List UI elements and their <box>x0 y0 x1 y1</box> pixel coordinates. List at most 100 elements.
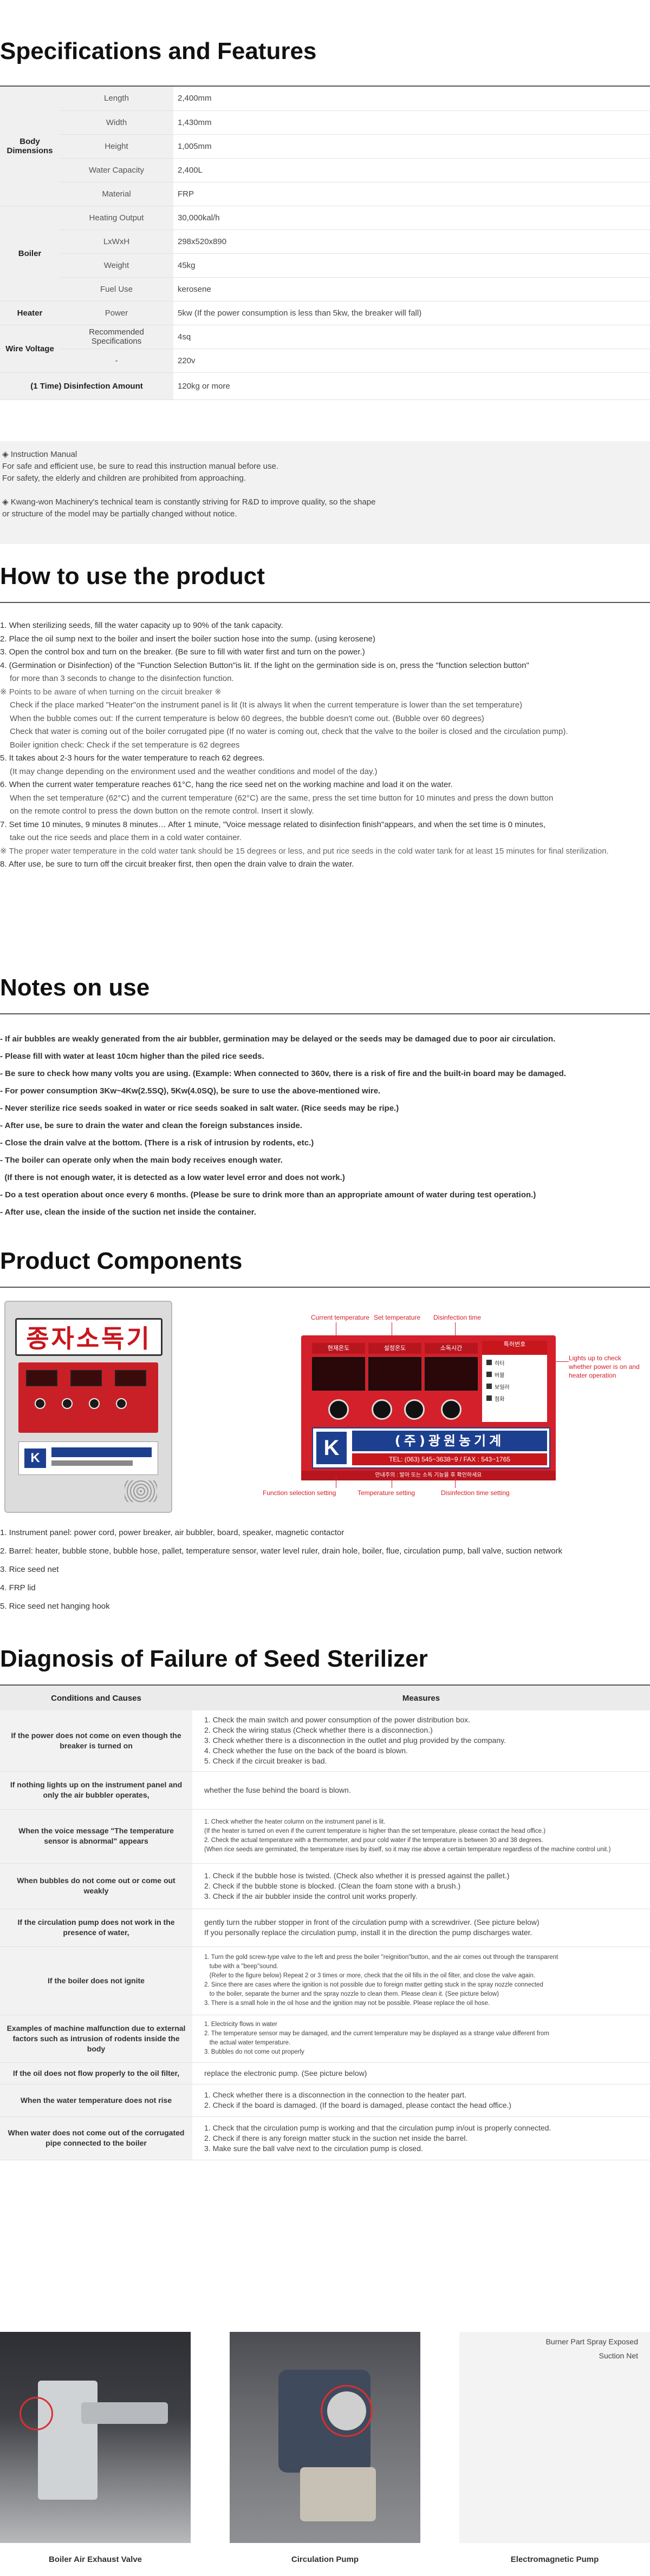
diagnosis-measures: 1. Turn the gold screw-type valve to the… <box>192 1946 650 2015</box>
howto-section: How to use the product 1. When sterilizi… <box>0 563 650 871</box>
measure-line: whether the fuse behind the board is blo… <box>204 1785 351 1794</box>
diagnosis-cause: If the power does not come on even thoug… <box>0 1710 192 1772</box>
status-lights-panel: 특허번호 히터 버블 보일러 점화 <box>482 1341 547 1422</box>
photo-caption: Boiler Air Exhaust Valve <box>48 2555 142 2564</box>
notes-title: Notes on use <box>0 974 150 1001</box>
diagnosis-cause: If nothing lights up on the instrument p… <box>0 1771 192 1810</box>
status-header: 특허번호 <box>482 1341 547 1355</box>
col-header-cause: Conditions and Causes <box>0 1686 192 1710</box>
spec-row: Width 1,430mm <box>0 110 650 135</box>
panel-label: 현재온도 <box>312 1343 365 1354</box>
spec-value: 5kw (If the power consumption is less th… <box>173 301 650 325</box>
note-item: - The boiler can operate only when the m… <box>0 1156 283 1165</box>
parts-photos: Boiler Air Exhaust Valve Circulation Pum… <box>0 2332 650 2576</box>
diagnosis-row: When the voice message "The temperature … <box>0 1809 650 1864</box>
note-item: - Be sure to check how many volts you ar… <box>0 1069 566 1078</box>
measure-line: to the boiler, separate the burner and t… <box>204 1991 499 1997</box>
components-section: Product Components 종자소독기 K <box>0 1248 650 1616</box>
diagnosis-row: When water does not come out of the corr… <box>0 2116 650 2160</box>
spec-row: Water Capacity 2,400L <box>0 158 650 182</box>
status-row-label: 점화 <box>495 1396 505 1402</box>
spec-value: kerosene <box>173 277 650 301</box>
callout-function-select: Function selection setting <box>263 1489 336 1497</box>
diagnosis-cause: When the water temperature does not rise <box>0 2084 192 2117</box>
air-exhaust-valve-photo <box>0 2332 191 2543</box>
spec-row: Body Dimensions Length 2,400mm <box>0 87 650 206</box>
device-label: 종자소독기 <box>15 1318 162 1356</box>
howto-title: How to use the product <box>0 563 265 589</box>
components-list: 1. Instrument panel: power cord, power b… <box>0 1524 650 1616</box>
function-select-knob <box>328 1399 349 1420</box>
col-header-measures: Measures <box>192 1686 650 1710</box>
time-knob <box>441 1399 461 1420</box>
howto-step: 6. When the current water temperature re… <box>0 780 453 789</box>
note-item: (If there is not enough water, it is det… <box>0 1173 345 1182</box>
spec-value: 1,430mm <box>173 110 650 135</box>
status-row: 점화 <box>486 1394 543 1402</box>
highlight-circle-icon <box>321 2385 373 2437</box>
pump-label: Burner Part Spray Exposed <box>545 2337 638 2346</box>
callout-current-temp: Current temperature <box>311 1314 370 1321</box>
spec-value: 298x520x890 <box>173 230 650 254</box>
note-item: - Please fill with water at least 10cm h… <box>0 1052 264 1061</box>
highlight-circle-icon <box>20 2397 53 2430</box>
brand-plate: K (주)광원농기계 TEL: (063) 545~3638~9 / FAX :… <box>312 1427 550 1469</box>
callout-disinfection-time: Disinfection time <box>433 1314 482 1321</box>
diagnosis-cause: If the oil does not flow properly to the… <box>0 2062 192 2085</box>
measure-line: 4. Check whether the fuse on the back of… <box>204 1746 408 1755</box>
howto-step: take out the rice seeds and place them i… <box>10 833 242 842</box>
diagnosis-table: Conditions and Causes Measures If the po… <box>0 1686 650 2160</box>
valve-pipe <box>81 2402 168 2424</box>
specs-divider <box>0 86 650 87</box>
spec-item: - <box>60 349 173 373</box>
device-button <box>116 1398 127 1409</box>
measure-line: 3. Check if the air bubbler inside the c… <box>204 1891 418 1900</box>
component-item: 4. FRP lid <box>0 1583 36 1592</box>
spec-item: LxWxH <box>60 230 173 254</box>
diagnosis-row: Examples of machine malfunction due to e… <box>0 2015 650 2063</box>
diagnosis-measures: 1. Check whether the heater column on th… <box>192 1809 650 1864</box>
measure-line: 2. Since there are cases where the ignit… <box>204 1982 543 1988</box>
specs-title: Specifications and Features <box>0 38 317 64</box>
spec-item: Recommended Specifications <box>60 325 173 349</box>
callout-temp-setting: Temperature setting <box>358 1489 415 1497</box>
measure-line: 2. Check if the board is damaged. (If th… <box>204 2101 512 2109</box>
callout-line <box>455 1476 456 1488</box>
callout-line <box>547 1361 569 1362</box>
howto-step: 5. It takes about 2-3 hours for the wate… <box>0 753 265 763</box>
howto-step: 7. Set time 10 minutes, 9 minutes 8 minu… <box>0 820 545 829</box>
spec-value: 1,005mm <box>173 134 650 159</box>
measure-line: 1. Check whether the heater column on th… <box>204 1819 386 1825</box>
note-item: - For power consumption 3Kw~4Kw(2.5SQ), … <box>0 1086 381 1096</box>
device-display <box>70 1370 102 1386</box>
howto-step: ※ Points to be aware of when turning on … <box>0 687 222 697</box>
diagnosis-cause: When the voice message "The temperature … <box>0 1809 192 1864</box>
measure-line: 2. The temperature sensor may be damaged… <box>204 2030 549 2037</box>
spec-row: Heater Power 5kw (If the power consumpti… <box>0 301 650 325</box>
diagnosis-row: When bubbles do not come out or come out… <box>0 1863 650 1909</box>
spec-row: Wire Voltage Recommended Specifications … <box>0 325 650 373</box>
spec-item: Fuel Use <box>60 277 173 301</box>
device-button <box>89 1398 100 1409</box>
status-dot-icon <box>486 1372 492 1377</box>
notice-line: ◈ Kwang-won Machinery's technical team i… <box>2 497 376 507</box>
valve-body <box>38 2381 98 2500</box>
measure-line: (Refer to the figure below) Repeat 2 or … <box>204 1972 536 1979</box>
notice-line: or structure of the model may be partial… <box>2 509 237 519</box>
status-row-label: 보일러 <box>495 1384 510 1391</box>
callout-lights: Lights up to check whether power is on a… <box>569 1354 640 1379</box>
diagnosis-cause: If the circulation pump does not work in… <box>0 1909 192 1947</box>
spec-value: 30,000kal/h <box>173 206 650 230</box>
howto-step: ※ The proper water temperature in the co… <box>0 846 609 856</box>
notes-section: Notes on use - If air bubbles are weakly… <box>0 974 650 1221</box>
spec-value: 4sq <box>173 325 650 349</box>
brand-plate-band <box>51 1460 133 1466</box>
diagnosis-header-row: Conditions and Causes Measures <box>0 1686 650 1710</box>
howto-step: for more than 3 seconds to change to the… <box>10 674 234 683</box>
measure-line: gently turn the rubber stopper in front … <box>204 1918 540 1926</box>
howto-step: 8. After use, be sure to turn off the ci… <box>0 860 354 869</box>
measure-line: 2. Check the actual temperature with a t… <box>204 1837 543 1844</box>
